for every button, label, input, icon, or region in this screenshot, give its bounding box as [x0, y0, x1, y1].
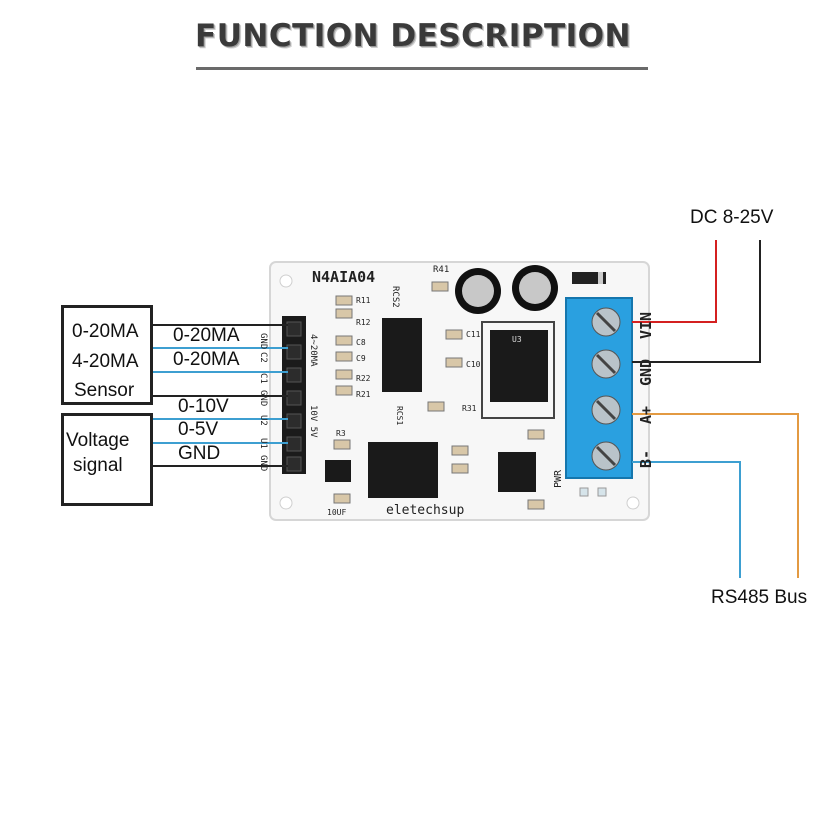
terminal-vin: VIN — [637, 311, 655, 339]
pwr-label: PWR — [553, 469, 564, 488]
comp-u3: U3 — [512, 335, 522, 344]
pin-label-u1: U1 — [258, 438, 268, 449]
board-brand: eletechsup — [386, 503, 465, 518]
range-voltage-label: 10V 5V — [308, 405, 318, 438]
power-wires — [632, 240, 761, 363]
left-wires — [152, 324, 288, 467]
terminal-b-minus: B- — [637, 449, 655, 468]
sensor-box — [61, 305, 153, 405]
wire-vin — [632, 240, 717, 323]
wire-label-u1: 0-5V — [178, 419, 219, 440]
comp-r31: R31 — [462, 404, 477, 413]
bus-label: RS485 Bus — [711, 587, 808, 608]
comp-c10: C10 — [466, 360, 481, 369]
comp-r41: R41 — [433, 265, 450, 275]
comp-rcs2: RCS2 — [390, 286, 400, 308]
wire-a-plus — [632, 413, 799, 578]
pin-label-gnd2: GND — [258, 390, 268, 407]
wire-power-gnd — [632, 240, 761, 363]
title-underline — [196, 67, 648, 70]
power-label: DC 8-25V — [690, 207, 774, 228]
pin-label-u2: U2 — [258, 415, 268, 426]
wire-b-minus — [632, 461, 741, 578]
comp-c8: C8 — [356, 338, 366, 347]
wire-label-c2: 0-20MA — [173, 325, 240, 346]
comp-rcs1: RCS1 — [395, 406, 404, 426]
page-title: FUNCTION DESCRIPTION — [195, 18, 631, 54]
wire-label-u2: 0-10V — [178, 396, 229, 417]
pin-header — [282, 316, 306, 474]
sensor-label-2: 4-20MA — [72, 351, 139, 372]
voltage-label-1: Voltage — [66, 430, 130, 451]
voltage-label-2: signal — [73, 455, 123, 476]
terminal-block — [565, 297, 633, 479]
board-model: N4AIA04 — [312, 268, 376, 286]
comp-c11: C11 — [466, 330, 481, 339]
pin-label-gnd1: GND — [258, 333, 268, 350]
comp-r22: R22 — [356, 374, 371, 383]
comp-10uf: 10UF — [327, 508, 347, 517]
bus-wires — [632, 413, 799, 578]
capacitors — [455, 265, 558, 314]
comp-r11: R11 — [356, 296, 371, 305]
voltage-box — [61, 413, 153, 506]
pin-label-c2: C2 — [258, 352, 268, 363]
comp-r12: R12 — [356, 318, 371, 327]
comp-r3: R3 — [336, 429, 346, 438]
ic-chips — [325, 318, 555, 498]
terminal-gnd: GND — [637, 358, 655, 386]
pwr-led — [579, 487, 589, 497]
smd-parts — [333, 281, 545, 510]
range-current-label: 4~20MA — [308, 334, 318, 367]
wire-label-c1: 0-20MA — [173, 349, 240, 370]
terminal-a-plus: A+ — [637, 405, 655, 424]
sensor-label-3: Sensor — [74, 380, 135, 401]
wire-label-gnd: GND — [178, 443, 221, 464]
status-led — [597, 487, 607, 497]
pin-label-c1: C1 — [258, 373, 268, 384]
sensor-label-1: 0-20MA — [72, 321, 139, 342]
comp-c9: C9 — [356, 354, 366, 363]
diode — [572, 272, 606, 284]
comp-r21: R21 — [356, 390, 371, 399]
pin-label-gnd3: GND — [258, 455, 268, 472]
